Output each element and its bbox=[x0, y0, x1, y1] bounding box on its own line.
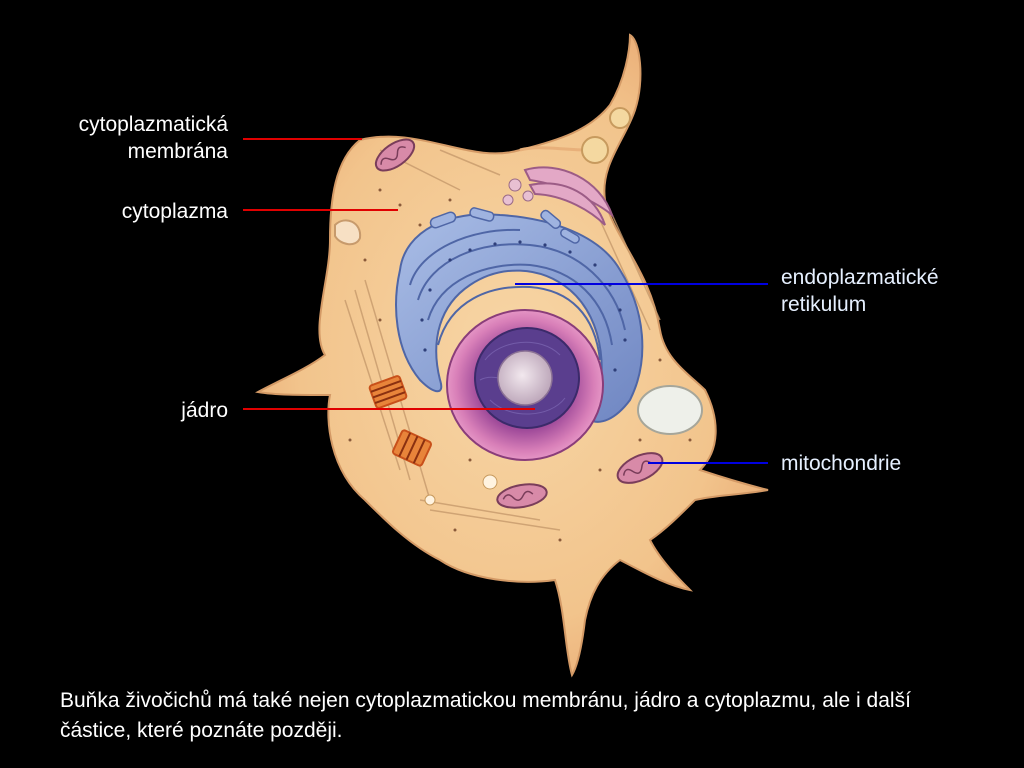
label-endoplasmic-reticulum: endoplazmatické retikulum bbox=[781, 266, 939, 316]
vesicles bbox=[424, 107, 631, 506]
label-cytoplasm: cytoplazma bbox=[121, 200, 228, 223]
caption-text: Buňka živočichů má také nejen cytoplazma… bbox=[60, 689, 911, 742]
golgi-apparatus bbox=[523, 166, 615, 226]
pinocytotic-vesicle bbox=[334, 219, 362, 246]
nucleus bbox=[446, 309, 604, 461]
cytoplasm-granules bbox=[348, 188, 692, 542]
label-nucleus: jádro bbox=[181, 399, 228, 422]
endoplasmic-reticulum bbox=[395, 207, 644, 423]
centrioles bbox=[368, 375, 433, 467]
label-membrane: cytoplazmatická membrána bbox=[78, 113, 228, 163]
vacuole bbox=[637, 385, 703, 435]
label-mitochondria: mitochondrie bbox=[781, 452, 902, 475]
nucleolus bbox=[497, 350, 553, 406]
mitochondria bbox=[374, 138, 664, 509]
